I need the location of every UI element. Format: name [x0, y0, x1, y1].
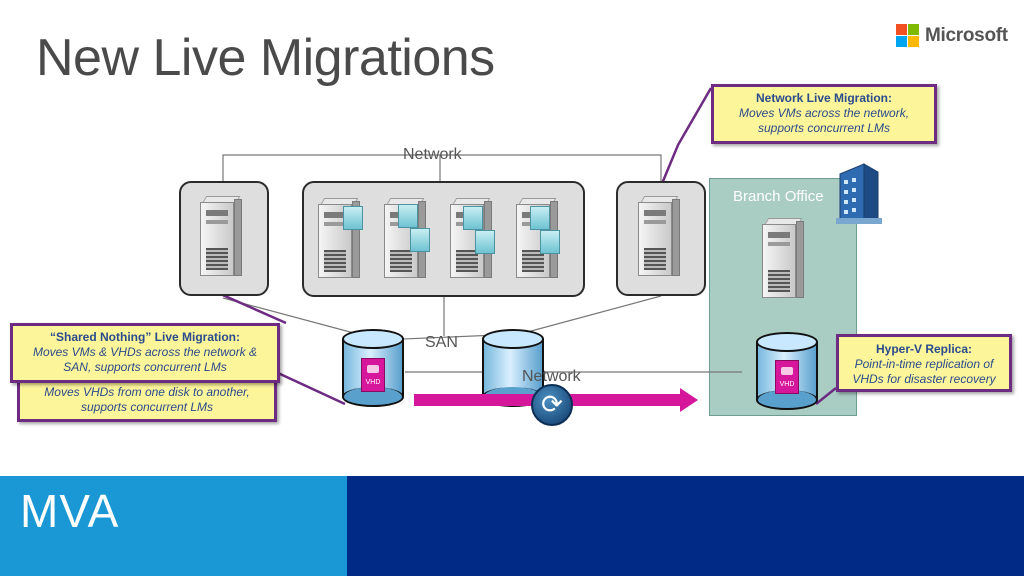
callout-title: Hyper-V Replica: [875, 342, 973, 356]
san-label: SAN [425, 334, 458, 351]
server-icon [200, 196, 242, 276]
vhd-icon: VHD [361, 358, 385, 392]
virtual-machine-icon [540, 230, 560, 254]
virtual-machine-icon [475, 230, 495, 254]
network-top-label: Network [403, 146, 462, 163]
mva-logo-text: MVA [20, 485, 120, 537]
footer-band-light [0, 476, 347, 576]
microsoft-logo-icon [896, 24, 919, 47]
callout-body-line: VHDs for disaster recovery [852, 372, 996, 386]
branch-office-label: Branch Office [733, 188, 824, 205]
server-icon [318, 198, 360, 278]
replica-vhd-icon: VHD [775, 360, 799, 394]
replica-callout-leader [815, 387, 837, 405]
callout-hyperv-replica: Hyper-V Replica: Point-in-time replicati… [836, 334, 1012, 392]
callout-body-line: supports concurrent LMs [80, 400, 214, 414]
virtual-machine-icon [343, 206, 363, 230]
virtual-machine-icon [410, 228, 430, 252]
callout-shared-nothing: “Shared Nothing” Live Migration: Moves V… [10, 323, 280, 383]
virtual-machine-icon [530, 206, 550, 230]
callout-network-live-migration: Network Live Migration: Moves VMs across… [711, 84, 937, 144]
callout-body-line: Moves VMs & VHDs across the network & [32, 345, 258, 359]
slide-title: New Live Migrations [36, 29, 495, 87]
callout-body-line: Moves VMs across the network, [738, 106, 910, 120]
callout-body-line: supports concurrent LMs [757, 121, 891, 135]
network-callout-leader [659, 87, 713, 187]
network-bus-line [222, 154, 662, 183]
migration-arrow-head [680, 388, 698, 412]
callout-title: “Shared Nothing” Live Migration: [49, 330, 240, 344]
server-icon [638, 196, 680, 276]
microsoft-wordmark: Microsoft [925, 24, 1008, 46]
branch-server-icon [762, 218, 804, 298]
callout-body-line: Moves VHDs from one disk to another, [44, 385, 250, 399]
storage-callout-leader [277, 371, 346, 406]
callout-body-line: SAN, supports concurrent LMs [63, 360, 227, 374]
sync-icon: ⟳ [531, 384, 573, 426]
microsoft-logo: Microsoft [896, 24, 1008, 47]
callout-title: Network Live Migration: [755, 91, 892, 105]
office-building-icon [836, 163, 882, 224]
san-line-right [519, 295, 662, 335]
virtual-machine-icon [463, 206, 483, 230]
footer-band-dark [347, 476, 1024, 576]
network-bottom-label: Network [522, 368, 581, 385]
virtual-machine-icon [398, 204, 418, 228]
callout-body-line: Point-in-time replication of [854, 357, 994, 371]
